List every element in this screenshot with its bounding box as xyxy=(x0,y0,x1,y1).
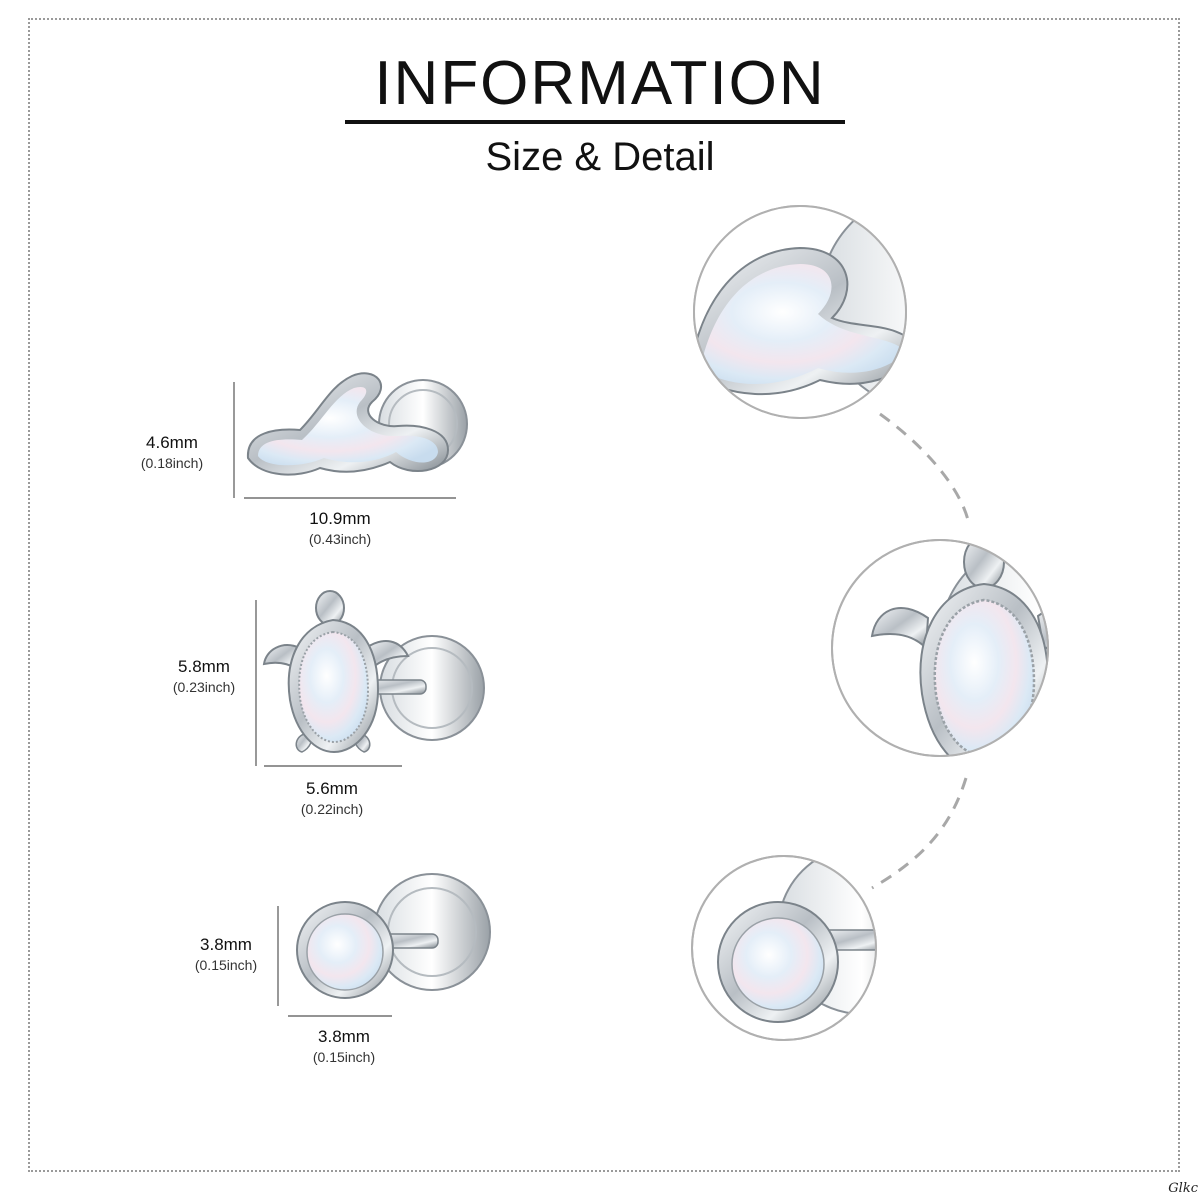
wave-height-label: 4.6mm (0.18inch) xyxy=(122,432,222,472)
turtle-height-mm: 5.8mm xyxy=(178,657,230,676)
round-height-label: 3.8mm (0.15inch) xyxy=(176,934,276,974)
turtle-width-mm: 5.6mm xyxy=(306,779,358,798)
zoom-circle-turtle xyxy=(831,539,1049,757)
dotted-frame xyxy=(28,18,1180,1172)
zoom-circle-round xyxy=(691,855,877,1041)
round-height-mm: 3.8mm xyxy=(200,935,252,954)
wave-width-mm: 10.9mm xyxy=(309,509,371,528)
round-stud-image xyxy=(296,873,491,999)
round-width-inch: (0.15inch) xyxy=(312,1049,376,1065)
turtle-width-label: 5.6mm (0.22inch) xyxy=(282,778,382,818)
wave-stud-image xyxy=(246,372,468,476)
turtle-height-label: 5.8mm (0.23inch) xyxy=(152,656,256,696)
wave-width-inch: (0.43inch) xyxy=(308,531,372,547)
round-height-inch: (0.15inch) xyxy=(194,957,258,973)
turtle-width-inch: (0.22inch) xyxy=(300,801,364,817)
turtle-stud-image xyxy=(262,590,485,754)
connector-bottom xyxy=(871,777,968,890)
page-title: INFORMATION xyxy=(374,49,826,118)
turtle-height-inch: (0.23inch) xyxy=(172,679,236,695)
connector-top xyxy=(879,412,970,521)
round-width-label: 3.8mm (0.15inch) xyxy=(294,1026,394,1066)
title-underline xyxy=(345,120,845,124)
wave-width-label: 10.9mm (0.43inch) xyxy=(290,508,390,548)
watermark: Glkc xyxy=(1168,1181,1198,1196)
zoom-circle-wave xyxy=(693,205,907,419)
wave-height-inch: (0.18inch) xyxy=(140,455,204,471)
wave-height-mm: 4.6mm xyxy=(146,433,198,452)
page-subtitle: Size & Detail xyxy=(485,135,715,179)
round-width-mm: 3.8mm xyxy=(318,1027,370,1046)
